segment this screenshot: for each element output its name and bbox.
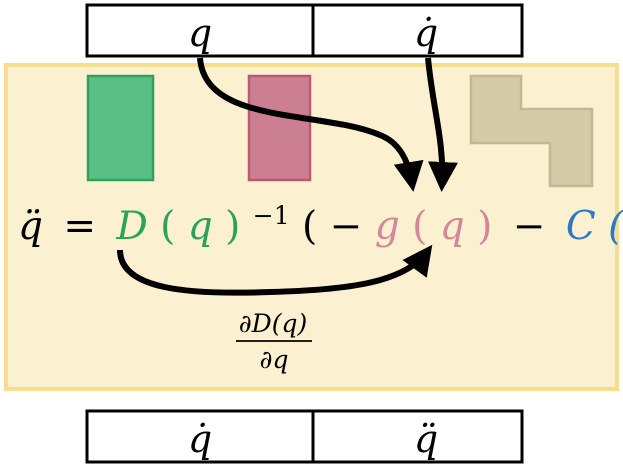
- dynamics-equation: q̈ = D ( q ) −1 ( − g ( q ) − C (q, q̇) …: [18, 189, 623, 249]
- output-vector-frame: [85, 409, 524, 464]
- derivative-numerator: ∂D(q): [239, 309, 307, 338]
- mass-matrix-open: (: [160, 204, 175, 249]
- output-vector: q̇ q̈: [85, 409, 524, 464]
- gravity-arg: q: [440, 204, 465, 249]
- coriolis-C: C: [566, 204, 596, 249]
- output-cell-qddot: q̈: [414, 417, 438, 461]
- minus-sign-2: −: [513, 204, 546, 249]
- inverse-exponent: −1: [253, 201, 290, 230]
- input-vector-frame: [85, 3, 524, 58]
- green-block-icon: [86, 74, 155, 182]
- gravity-open: (: [412, 204, 427, 249]
- input-vector: q q̇: [85, 3, 524, 58]
- mass-matrix-close: ): [225, 204, 240, 249]
- gravity-g: g: [375, 204, 400, 249]
- partial-derivative-label: ∂D(q) ∂q: [236, 309, 312, 374]
- pink-block-icon: [247, 74, 312, 182]
- outer-paren-open: (: [302, 204, 317, 249]
- mass-matrix-arg: q: [188, 204, 213, 249]
- input-cell-qdot: q̇: [414, 11, 438, 55]
- input-cell-q: q: [188, 11, 212, 55]
- arrow-q-to-coriolis: [197, 57, 424, 192]
- gray-block-icon: [469, 74, 594, 188]
- gravity-close: ): [477, 204, 492, 249]
- output-cell-qdot: q̇: [188, 417, 212, 461]
- lhs-qddot: q̈: [18, 204, 43, 249]
- arrow-mass-to-coriolis: [117, 244, 433, 296]
- minus-sign-1: −: [330, 204, 363, 249]
- arrow-qdot-to-coriolis: [425, 57, 458, 192]
- derivative-denominator: ∂q: [260, 345, 289, 374]
- equals-sign: =: [63, 204, 96, 249]
- mass-matrix-D: D: [115, 204, 147, 249]
- coriolis-args: (q, q̇): [608, 204, 623, 249]
